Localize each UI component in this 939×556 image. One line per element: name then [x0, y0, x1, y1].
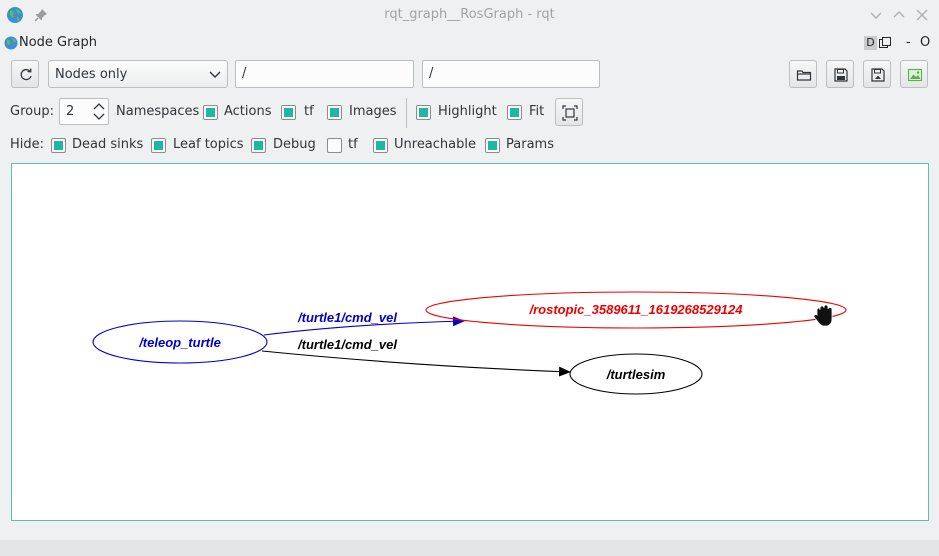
- edge-label-turtlesim: /turtle1/cmd_vel: [297, 337, 397, 352]
- save-dot-button[interactable]: [826, 60, 854, 88]
- highlight-checkbox[interactable]: [416, 105, 431, 120]
- node-rostopic[interactable]: /rostopic_3589611_1619268529124: [425, 291, 847, 329]
- refresh-icon: [20, 68, 32, 81]
- dock-d-button[interactable]: D: [864, 36, 877, 50]
- chevron-down-icon[interactable]: [93, 113, 105, 121]
- unreachable-label: Unreachable: [394, 137, 476, 152]
- open-folder-icon: [796, 70, 812, 81]
- node-label: /rostopic_3589611_1619268529124: [529, 302, 744, 317]
- window-titlebar: rqt_graph__RosGraph - rqt: [0, 0, 939, 30]
- load-dot-button[interactable]: [789, 60, 817, 88]
- chevron-down-icon: [209, 71, 221, 78]
- save-svg-icon: [871, 68, 885, 82]
- edge-label-rostopic: /turtle1/cmd_vel: [297, 310, 397, 325]
- window-title: rqt_graph__RosGraph - rqt: [384, 7, 555, 22]
- node-turtlesim[interactable]: /turtlesim: [569, 353, 703, 395]
- hide-tf-label: tf: [348, 137, 358, 152]
- globe-icon: [4, 36, 18, 50]
- refresh-button[interactable]: [11, 60, 39, 88]
- fit-label: Fit: [529, 104, 545, 119]
- dock-title: Node Graph: [19, 35, 97, 50]
- graph-canvas[interactable]: /turtle1/cmd_vel /turtle1/cmd_vel /teleo…: [11, 163, 929, 521]
- maximize-icon[interactable]: [891, 7, 907, 23]
- params-label: Params: [506, 137, 554, 152]
- topic-filter-field[interactable]: [422, 60, 600, 88]
- hand-cursor-icon: [813, 304, 833, 327]
- actions-label: Actions: [224, 104, 272, 119]
- actions-checkbox[interactable]: [281, 105, 296, 120]
- group-label: Group:: [10, 104, 54, 119]
- node-teleop-turtle[interactable]: /teleop_turtle: [92, 320, 268, 364]
- images-label: Images: [349, 104, 397, 119]
- pin-icon[interactable]: [34, 8, 48, 22]
- graph-mode-select[interactable]: Nodes only: [48, 60, 228, 88]
- params-checkbox[interactable]: [485, 138, 500, 153]
- save-image-button[interactable]: [900, 60, 928, 88]
- tf-label: tf: [304, 104, 314, 119]
- node-filter-field[interactable]: [235, 60, 414, 88]
- save-image-icon: [907, 68, 923, 82]
- tf-checkbox[interactable]: [327, 105, 342, 120]
- hide-tf-checkbox[interactable]: [327, 138, 342, 153]
- separator: [406, 98, 407, 128]
- save-svg-button[interactable]: [863, 60, 891, 88]
- namespaces-label: Namespaces: [116, 104, 200, 119]
- dead-sinks-checkbox[interactable]: [51, 138, 66, 153]
- float-icon[interactable]: [879, 37, 891, 49]
- debug-checkbox[interactable]: [251, 138, 266, 153]
- dock-close-button[interactable]: O: [920, 35, 931, 50]
- graph-svg[interactable]: /turtle1/cmd_vel /turtle1/cmd_vel /teleo…: [12, 164, 928, 520]
- node-label: /teleop_turtle: [138, 335, 221, 350]
- group-value: 2: [66, 104, 75, 119]
- chevron-up-icon[interactable]: [93, 102, 105, 110]
- save-dot-icon: [834, 68, 848, 82]
- unreachable-checkbox[interactable]: [373, 138, 388, 153]
- dead-sinks-label: Dead sinks: [72, 137, 144, 152]
- group-spinbox[interactable]: 2: [59, 98, 109, 125]
- namespaces-checkbox[interactable]: [203, 105, 218, 120]
- topic-filter-input[interactable]: [429, 66, 579, 81]
- debug-label: Debug: [273, 137, 316, 152]
- dock-minimize-button[interactable]: -: [906, 35, 911, 50]
- highlight-label: Highlight: [438, 104, 497, 119]
- node-filter-input[interactable]: [242, 66, 392, 81]
- globe-icon[interactable]: [6, 6, 24, 24]
- node-label: /turtlesim: [606, 367, 666, 382]
- fit-view-icon: [562, 105, 578, 121]
- edge-teleop-to-rostopic[interactable]: [263, 316, 465, 336]
- fit-checkbox[interactable]: [507, 105, 522, 120]
- status-bar: [0, 540, 939, 556]
- minimize-icon[interactable]: [868, 7, 884, 23]
- hide-label: Hide:: [10, 137, 45, 152]
- close-icon[interactable]: [914, 7, 930, 23]
- fit-view-button[interactable]: [555, 98, 583, 126]
- edge-teleop-to-turtlesim[interactable]: [261, 350, 571, 377]
- leaf-topics-checkbox[interactable]: [151, 138, 166, 153]
- leaf-topics-label: Leaf topics: [173, 137, 244, 152]
- graph-mode-value: Nodes only: [55, 67, 128, 82]
